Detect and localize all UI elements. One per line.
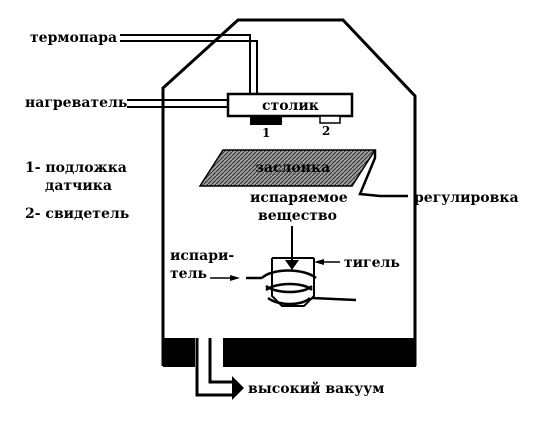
vacuum-arrow-icon	[232, 376, 244, 400]
substance-arrow-icon	[285, 260, 299, 270]
thermocouple-label: термопара	[30, 30, 117, 46]
evaporator-coil	[246, 269, 357, 306]
shutter-label: заслонка	[255, 160, 330, 176]
heater-wires	[127, 99, 228, 108]
legend-item-2: 2- свидетель	[25, 206, 129, 222]
shutter	[198, 149, 377, 187]
stage-mark-1: 1	[262, 126, 270, 140]
heater-label: нагреватель	[25, 95, 127, 111]
chamber-wall	[161, 18, 417, 366]
crucible-arrow-icon	[314, 259, 324, 265]
pump-port	[195, 338, 232, 397]
evaporated-substance-label-cont: вещество	[258, 208, 337, 224]
chamber-base-right	[223, 338, 416, 367]
witness-sample	[319, 115, 341, 124]
crucible-label: тигель	[344, 255, 400, 271]
thermocouple-wires	[120, 34, 260, 98]
stage-label: столик	[262, 98, 319, 114]
evaporated-substance-label: испаряемое	[250, 190, 348, 206]
evaporator-label-cont: тель	[170, 266, 207, 282]
shutter-rod	[358, 150, 408, 198]
sensor-substrate	[250, 116, 282, 125]
adjustment-label: регулировка	[414, 190, 519, 206]
legend-item-1: 1- подложка	[25, 160, 127, 176]
high-vacuum-label: высокий вакуум	[248, 380, 384, 397]
stage-mark-2: 2	[322, 124, 330, 138]
evaporator-label: испари-	[170, 248, 234, 264]
legend-item-1-cont: датчика	[45, 178, 112, 194]
evaporator-arrow-icon	[230, 275, 240, 281]
stage	[226, 92, 354, 118]
chamber-base-left	[163, 338, 195, 367]
